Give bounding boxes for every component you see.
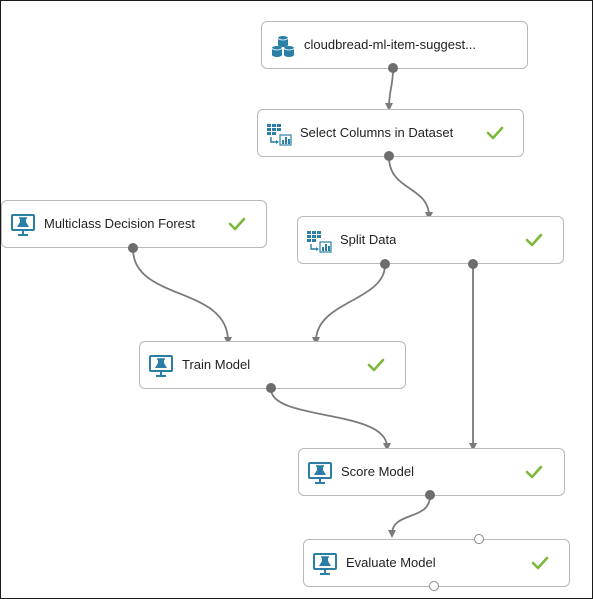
- node-label: Evaluate Model: [346, 555, 436, 570]
- check-icon: [486, 126, 504, 140]
- edge-score-to-evaluate: [388, 495, 431, 538]
- node-train-model[interactable]: Train Model: [139, 341, 406, 389]
- node-split-data[interactable]: Split Data: [297, 216, 564, 264]
- output-port-multiclass-decision-forest[interactable]: [128, 243, 138, 253]
- model-icon: [308, 462, 332, 484]
- check-icon: [525, 465, 543, 479]
- check-icon: [367, 358, 385, 372]
- edge-split-to-train: [312, 264, 386, 345]
- node-label: Multiclass Decision Forest: [44, 216, 195, 231]
- input-port-evaluate-model-2[interactable]: [474, 534, 484, 544]
- output-port-split-data-2[interactable]: [468, 259, 478, 269]
- check-icon: [531, 556, 549, 570]
- node-score-model[interactable]: Score Model: [298, 448, 565, 496]
- node-multiclass-decision-forest[interactable]: Multiclass Decision Forest: [1, 200, 267, 248]
- edge-train-to-score: [270, 388, 391, 451]
- node-label: Split Data: [340, 232, 397, 247]
- node-label: Select Columns in Dataset: [300, 125, 454, 140]
- transform-icon: [307, 231, 332, 253]
- edge-forest-to-train: [132, 248, 232, 345]
- check-icon: [228, 217, 246, 231]
- output-port-score-model[interactable]: [425, 490, 435, 500]
- model-icon: [11, 214, 35, 236]
- output-port-split-data-1[interactable]: [380, 259, 390, 269]
- node-label: Train Model: [182, 357, 251, 372]
- node-label: cloudbread-ml-item-suggest...: [304, 37, 476, 52]
- edge-select-to-split: [388, 156, 433, 220]
- output-port-select-columns[interactable]: [384, 151, 394, 161]
- edge-dataset-to-select: [385, 68, 394, 111]
- dataset-icon: [271, 36, 295, 57]
- node-dataset[interactable]: cloudbread-ml-item-suggest...: [261, 21, 528, 69]
- model-icon: [149, 355, 173, 377]
- transform-icon: [267, 124, 292, 146]
- output-port-train-model[interactable]: [266, 383, 276, 393]
- output-port-dataset[interactable]: [388, 63, 398, 73]
- node-select-columns[interactable]: Select Columns in Dataset: [257, 109, 524, 157]
- node-label: Score Model: [341, 464, 414, 479]
- node-evaluate-model[interactable]: Evaluate Model: [303, 539, 570, 587]
- output-port-evaluate-model[interactable]: [429, 581, 439, 591]
- check-icon: [525, 233, 543, 247]
- model-icon: [313, 553, 337, 575]
